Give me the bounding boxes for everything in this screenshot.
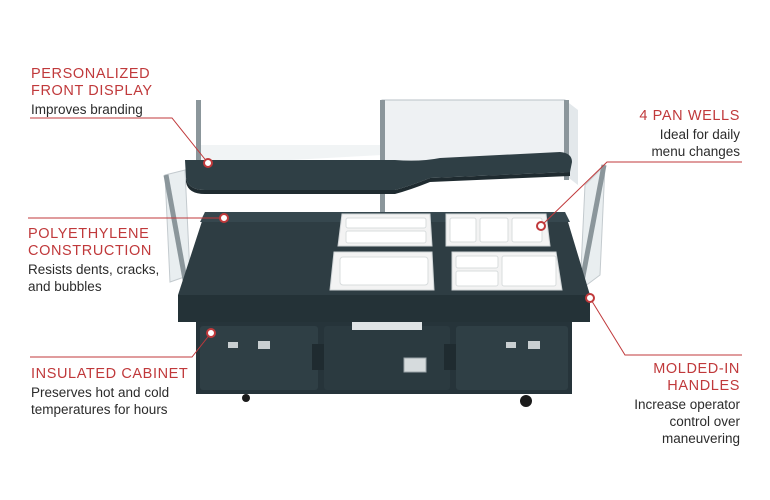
leader-lines (28, 117, 742, 358)
callout-description: Ideal for daily menu changes (651, 127, 740, 159)
callout-dots (203, 158, 595, 338)
callout-title: POLYETHYLENE CONSTRUCTION (28, 226, 152, 259)
callout-title: 4 PAN WELLS (639, 108, 740, 124)
callout-title: INSULATED CABINET (31, 366, 189, 382)
callout-title: MOLDED-IN HANDLES (653, 361, 740, 394)
callout-description: Increase operator control over maneuveri… (634, 397, 740, 446)
callout-title: PERSONALIZED FRONT DISPLAY (31, 66, 153, 99)
callout-polyethylene: POLYETHYLENE CONSTRUCTION Resists dents,… (28, 226, 159, 295)
callout-front-display: PERSONALIZED FRONT DISPLAY Improves bran… (31, 66, 153, 118)
front-display-shelf (185, 152, 572, 194)
callout-description: Preserves hot and cold temperatures for … (31, 385, 170, 417)
callout-description: Improves branding (31, 102, 143, 117)
callout-insulated-cabinet: INSULATED CABINET Preserves hot and cold… (31, 366, 188, 418)
callout-description: Resists dents, cracks, and bubbles (28, 262, 160, 294)
food-pans (329, 213, 563, 291)
callout-molded-handles: MOLDED-IN HANDLES Increase operator cont… (634, 361, 740, 447)
insulated-cabinet (196, 322, 572, 407)
callout-pan-wells: 4 PAN WELLS Ideal for daily menu changes (639, 108, 740, 160)
